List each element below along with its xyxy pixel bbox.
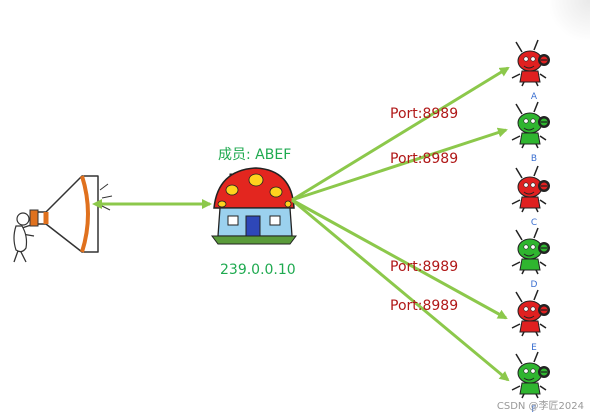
arrow-to-member-f xyxy=(291,198,510,382)
member-f-character-icon xyxy=(511,351,550,399)
arrow-to-member-a xyxy=(291,66,510,202)
arrow-to-member-b xyxy=(291,127,508,202)
member-b-character-icon xyxy=(511,101,550,149)
member-a-character-icon xyxy=(511,39,550,87)
watermark: CSDN @李匠2024 xyxy=(496,401,584,412)
arrow-to-member-e xyxy=(291,198,508,320)
port-label-b: Port:8989 xyxy=(390,151,459,167)
mushroom-house-icon xyxy=(211,167,297,245)
member-d-character-icon xyxy=(511,227,550,275)
member-c-character-icon xyxy=(511,165,550,213)
megaphone-icon xyxy=(29,175,113,253)
port-label-f: Port:8989 xyxy=(390,298,459,314)
port-label-e: Port:8989 xyxy=(390,259,459,275)
corner-shade xyxy=(550,0,590,40)
broadcaster-person-icon xyxy=(13,212,41,263)
group-members-label: 成员: ABEF xyxy=(218,147,292,163)
member-label-d: D xyxy=(530,280,538,290)
port-label-a: Port:8989 xyxy=(390,106,459,122)
member-label-c: C xyxy=(530,218,538,228)
member-e-character-icon xyxy=(511,289,550,337)
member-label-e: E xyxy=(531,343,537,353)
member-label-a: A xyxy=(530,92,538,102)
member-label-b: B xyxy=(530,154,538,164)
multicast-address-label: 239.0.0.10 xyxy=(220,262,296,278)
member-label-f: F xyxy=(531,405,537,415)
